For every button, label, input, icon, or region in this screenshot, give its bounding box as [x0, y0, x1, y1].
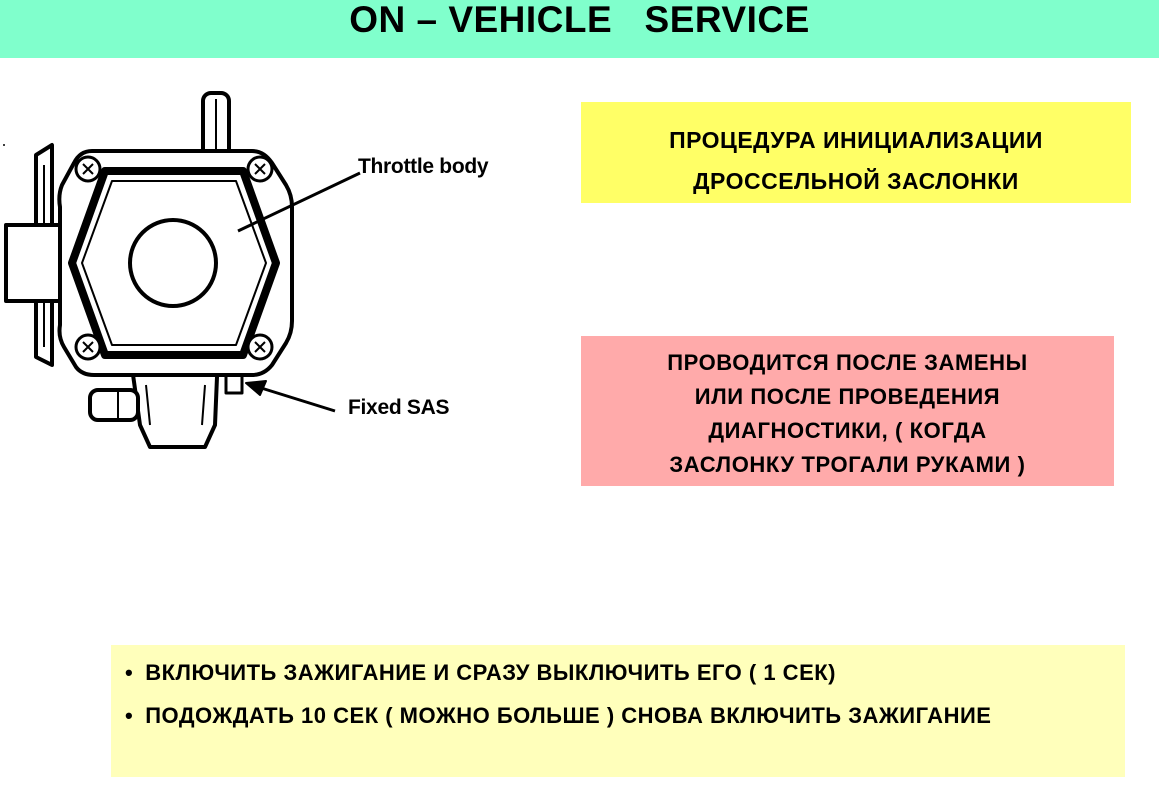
- procedure-title-box: ПРОЦЕДУРА ИНИЦИАЛИЗАЦИИ ДРОССЕЛЬНОЙ ЗАСЛ…: [581, 102, 1131, 203]
- step-item: • ВКЛЮЧИТЬ ЗАЖИГАНИЕ И СРАЗУ ВЫКЛЮЧИТЬ ЕГ…: [125, 657, 1125, 689]
- bullet-icon: •: [125, 660, 134, 685]
- step-text: ВКЛЮЧИТЬ ЗАЖИГАНИЕ И СРАЗУ ВЫКЛЮЧИТЬ ЕГО…: [145, 660, 836, 685]
- fixed-sas-label: Fixed SAS: [348, 396, 450, 419]
- procedure-title-line: ДРОССЕЛЬНОЙ ЗАСЛОНКИ: [693, 168, 1019, 194]
- procedure-title-line: ПРОЦЕДУРА ИНИЦИАЛИЗАЦИИ: [669, 127, 1043, 153]
- condition-note-box: ПРОВОДИТСЯ ПОСЛЕ ЗАМЕНЫ ИЛИ ПОСЛЕ ПРОВЕД…: [581, 336, 1114, 486]
- throttle-body-label: Throttle body: [358, 155, 489, 178]
- condition-note-line: ПРОВОДИТСЯ ПОСЛЕ ЗАМЕНЫ: [667, 350, 1028, 375]
- throttle-body-diagram: [3, 91, 361, 449]
- condition-note-line: ЗАСЛОНКУ ТРОГАЛИ РУКАМИ ): [669, 452, 1026, 477]
- steps-box: • ВКЛЮЧИТЬ ЗАЖИГАНИЕ И СРАЗУ ВЫКЛЮЧИТЬ ЕГ…: [111, 645, 1125, 777]
- bullet-icon: •: [125, 703, 134, 728]
- step-item: • ПОДОЖДАТЬ 10 СЕК ( МОЖНО БОЛЬШЕ ) СНОВА…: [125, 700, 1125, 732]
- header-bar: ON – VEHICLE SERVICE: [0, 0, 1159, 58]
- condition-note-line: ДИАГНОСТИКИ, ( КОГДА: [708, 418, 987, 443]
- condition-note-line: ИЛИ ПОСЛЕ ПРОВЕДЕНИЯ: [694, 384, 1001, 409]
- page-title: ON – VEHICLE SERVICE: [349, 0, 810, 40]
- step-text: ПОДОЖДАТЬ 10 СЕК ( МОЖНО БОЛЬШЕ ) СНОВА …: [145, 703, 992, 728]
